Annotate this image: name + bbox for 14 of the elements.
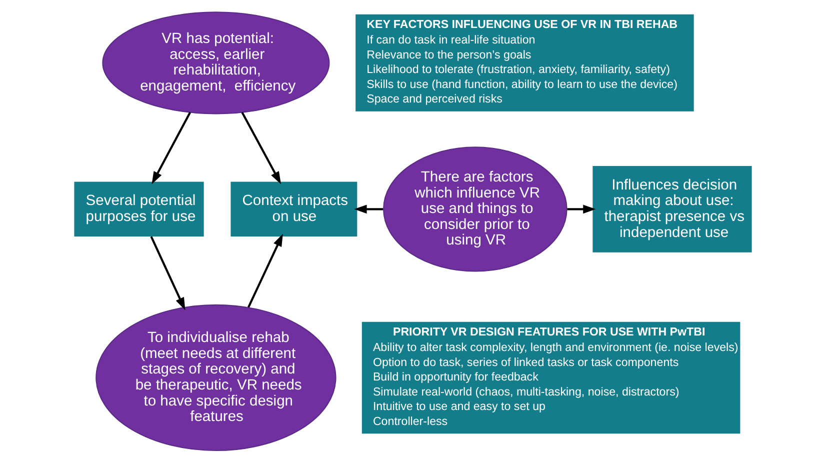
arrow <box>246 234 282 308</box>
node-box: PRIORITY VR DESIGN FEATURES FOR USE WITH PwTBI Ability to alter task complexity, length and environment (ie. noise levels) Option to do task, series of linked tasks or task components Build in opportunity for feedback Simulate real-world (chaos, multi-tasking, noise, distractors) Intuitive to use and easy to set up Controller-less <box>361 322 740 434</box>
node-ellipse: To individualise rehab (meet needs at different stages of recovery) and be therapeutic, VR needs to have specific design features <box>95 304 336 452</box>
arrow <box>240 112 281 184</box>
node-box: KEY FACTORS INFLUENCING USE OF VR IN TBI REHAB If can do task in real-life situation Relevance to the person’s goals Likelihood to tolerate (frustration, anxiety, familiarity, safety) Skills to use (hand function, ability to learn to use the device) Space and perceived risks <box>355 14 694 112</box>
node-ellipse: There are factors which influence VR use and things to consider prior to using VR <box>382 146 567 272</box>
arrow <box>151 112 191 184</box>
node-box: Influences decision making about use: therapist presence vs independent use <box>592 166 752 252</box>
arrow <box>566 204 596 214</box>
node-ellipse: VR has potential: access, earlier rehabilitation, engagement, efficiency <box>102 12 330 114</box>
arrow <box>354 204 383 214</box>
node-box: Context impacts on use <box>230 182 357 237</box>
arrow <box>150 236 185 310</box>
node-box: Several potential purposes for use <box>74 182 204 237</box>
